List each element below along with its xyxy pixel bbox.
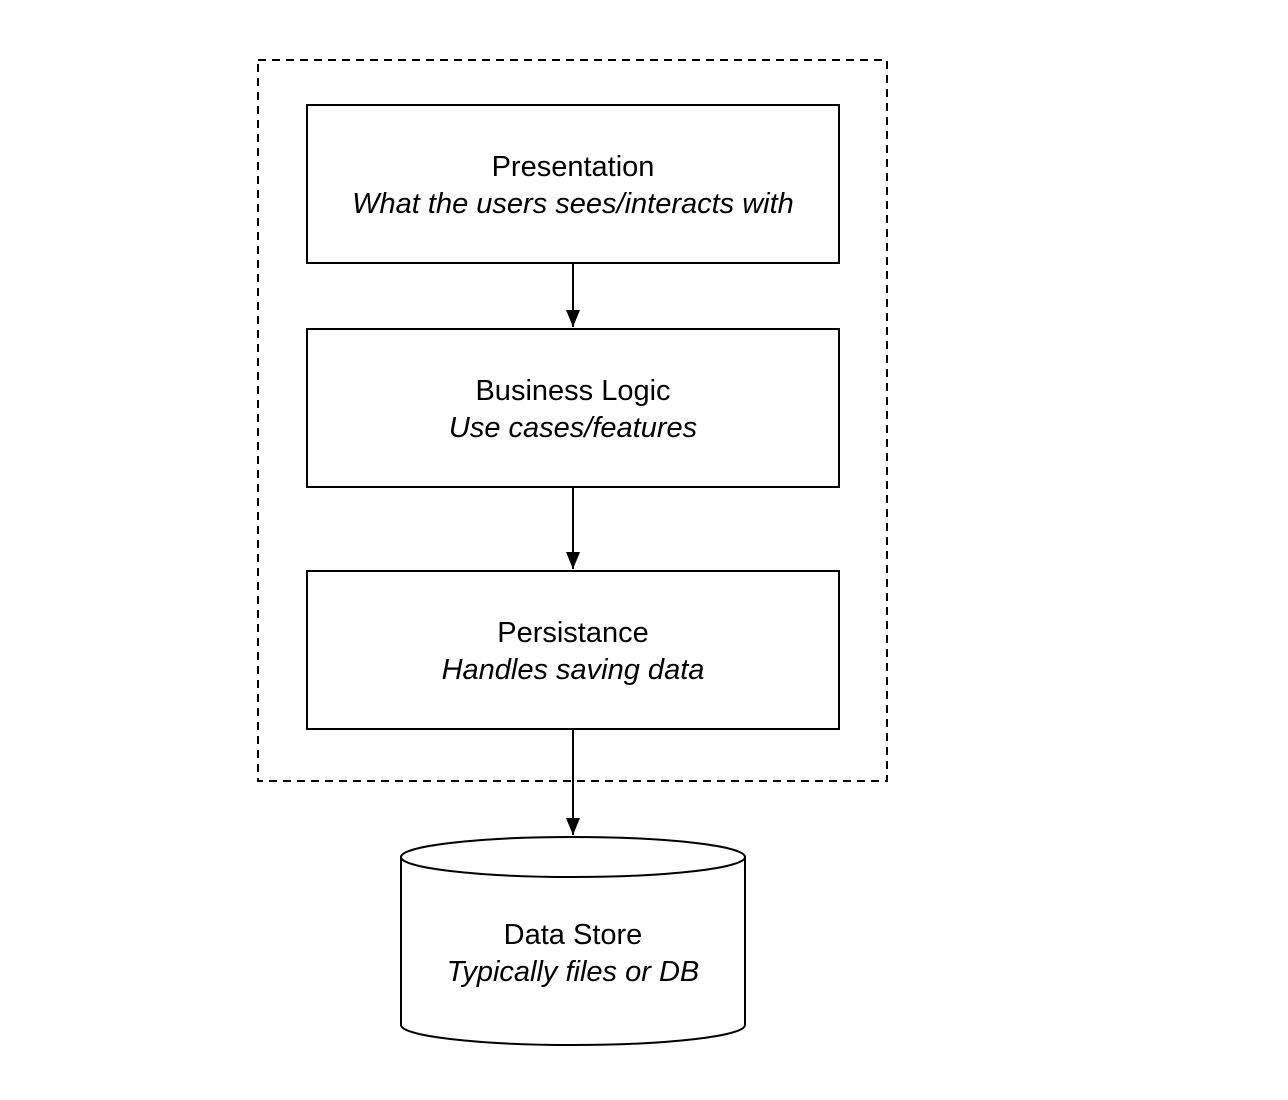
- persistance-layer-box[interactable]: Persistance Handles saving data: [306, 570, 840, 730]
- persistance-layer-subtitle: Handles saving data: [442, 654, 705, 686]
- application-boundary: [257, 59, 888, 782]
- business-logic-layer-box[interactable]: Business Logic Use cases/features: [306, 328, 840, 488]
- persistance-layer-rect: [306, 570, 840, 730]
- presentation-layer-rect: [306, 104, 840, 264]
- data-store-body: [400, 857, 746, 1046]
- data-store-subtitle: Typically files or DB: [447, 956, 699, 988]
- presentation-layer-box[interactable]: Presentation What the users sees/interac…: [306, 104, 840, 264]
- business-logic-layer-subtitle: Use cases/features: [449, 412, 697, 444]
- business-logic-layer-title: Business Logic: [475, 375, 670, 407]
- presentation-layer-subtitle: What the users sees/interacts with: [352, 188, 794, 220]
- persistance-layer-title: Persistance: [497, 617, 649, 649]
- data-store-title: Data Store: [504, 919, 643, 951]
- business-logic-layer-rect: [306, 328, 840, 488]
- data-store-top: [400, 836, 746, 878]
- data-store-cylinder[interactable]: Data Store Typically files or DB: [400, 836, 746, 1046]
- presentation-layer-title: Presentation: [492, 151, 655, 183]
